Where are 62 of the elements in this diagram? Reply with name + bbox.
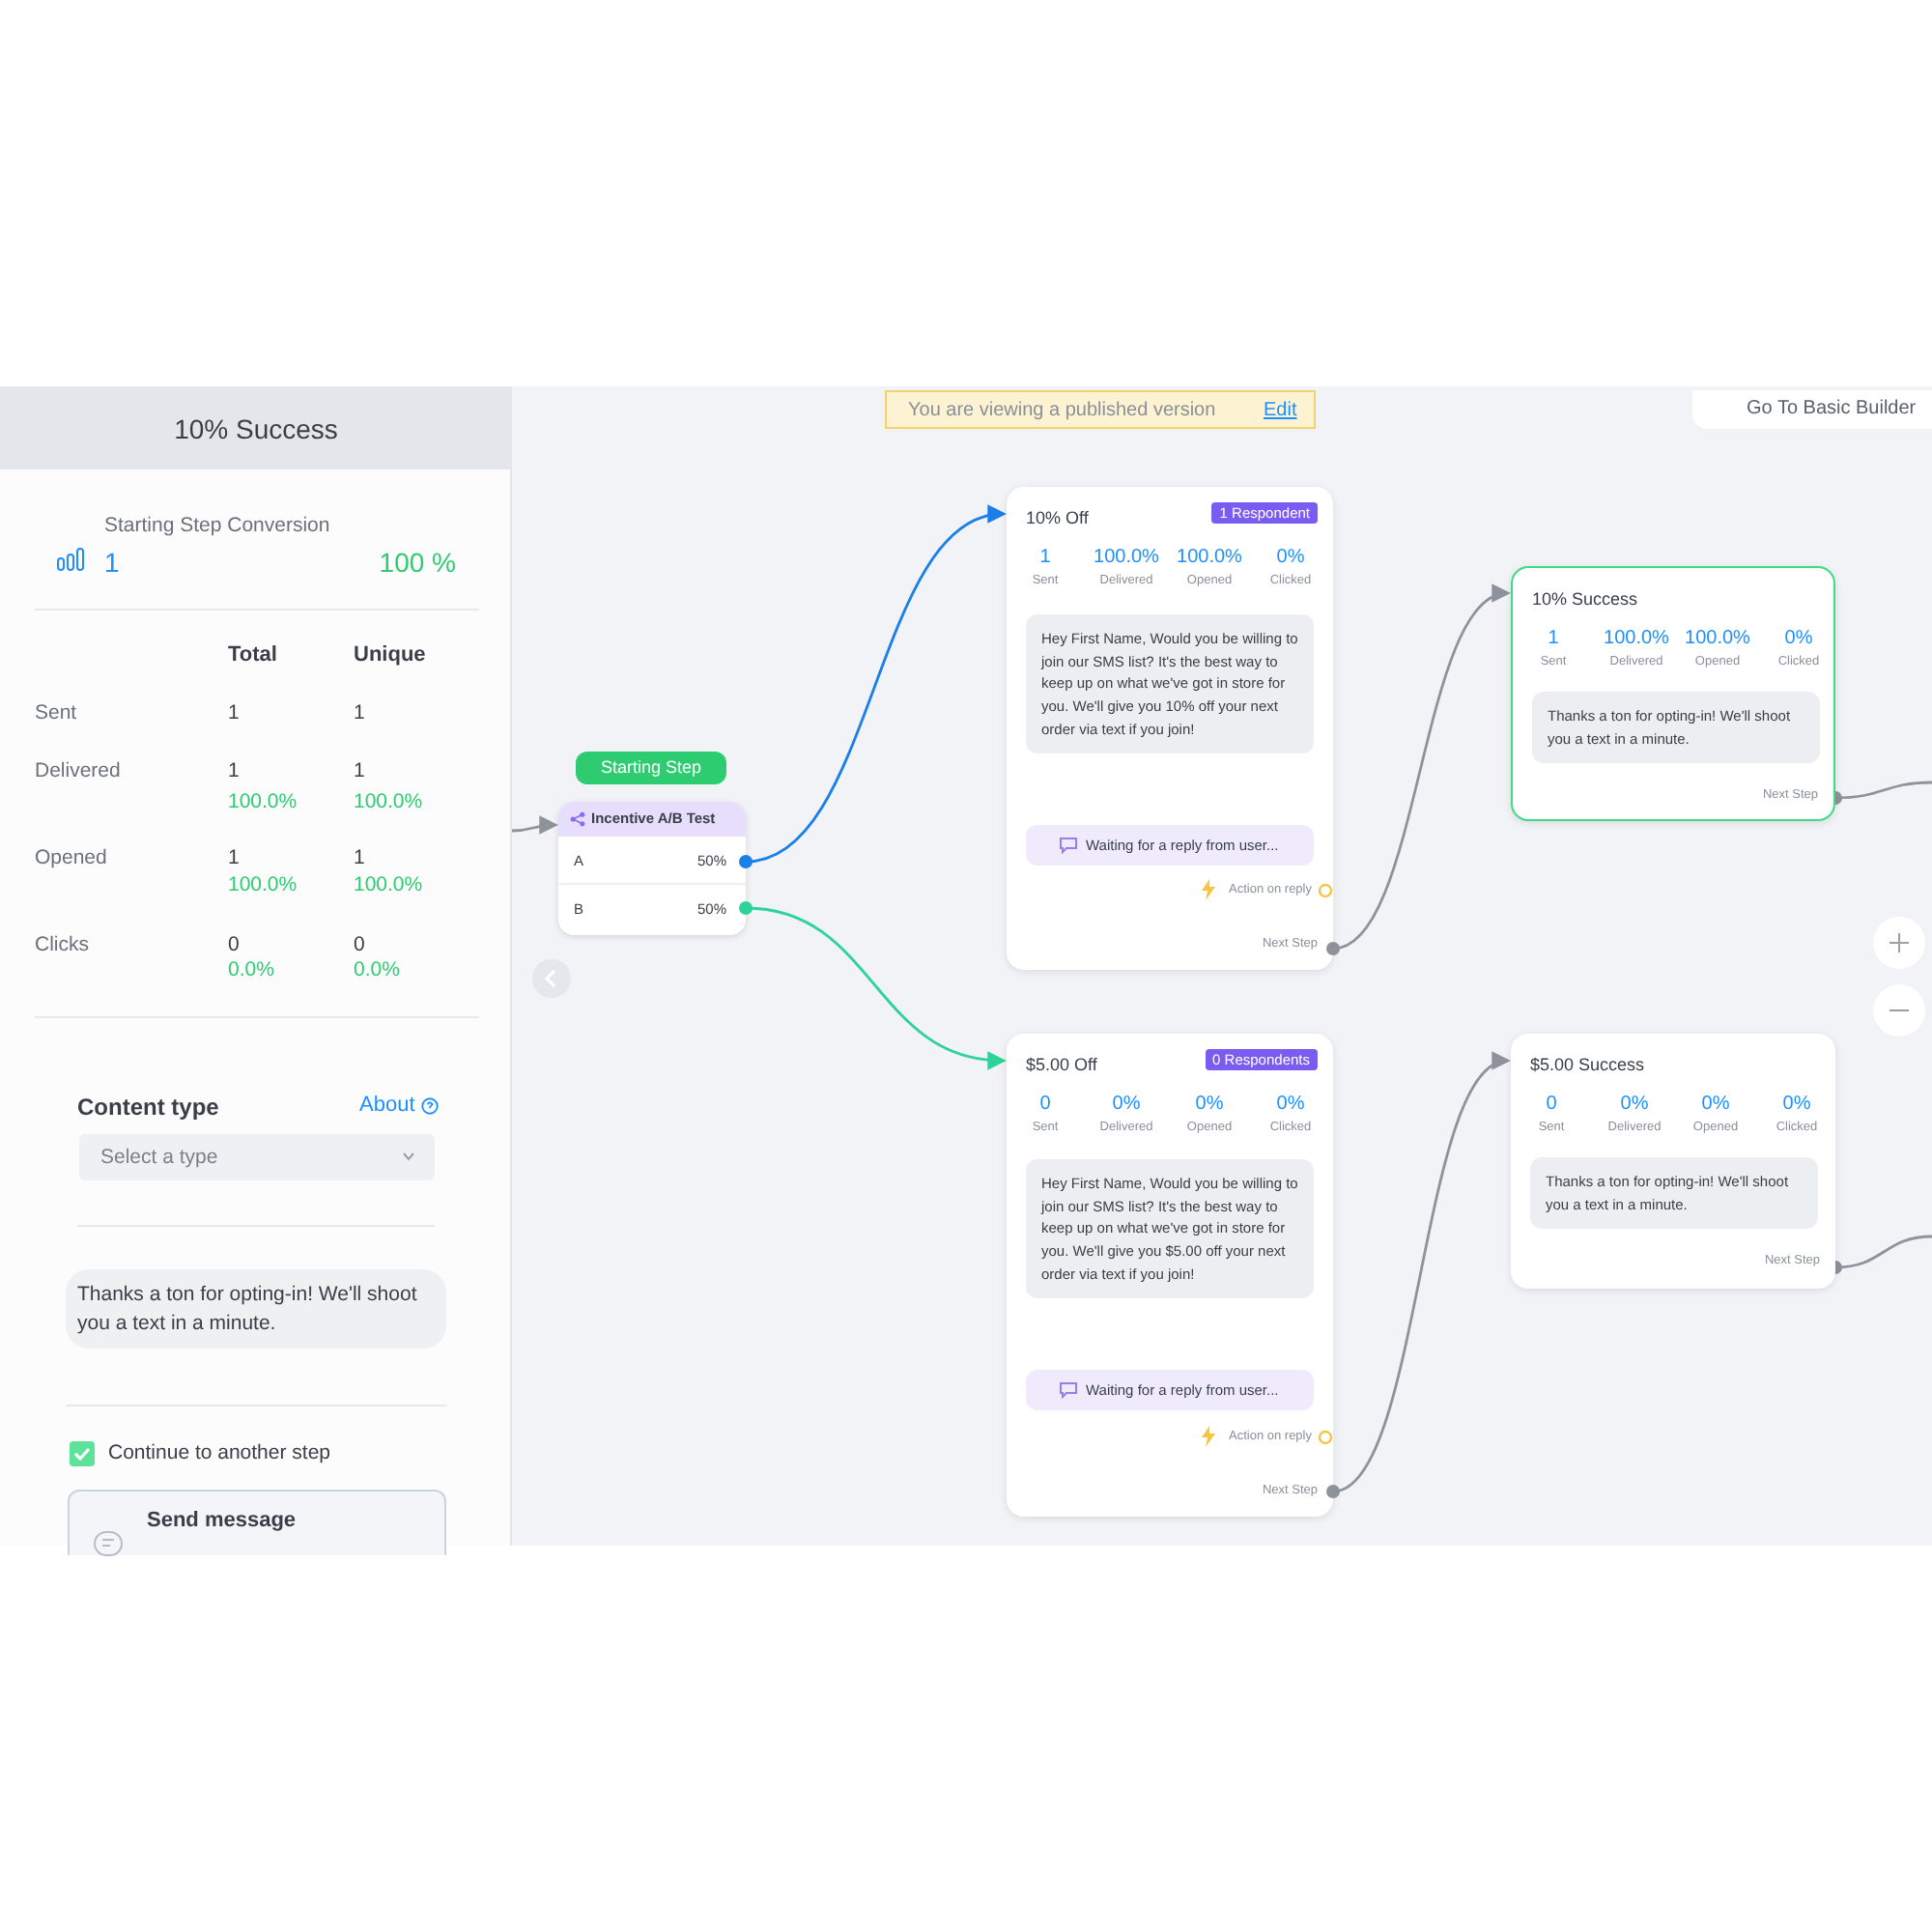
- table-percent: 100.0%: [228, 873, 298, 896]
- stat-value: 0%: [1193, 1094, 1226, 1115]
- row-label: Clicks: [35, 933, 89, 956]
- action-option-card: [68, 1490, 446, 1555]
- stat-value: 1: [1546, 628, 1561, 649]
- stat-value: 0%: [1110, 1094, 1143, 1115]
- stat-value: 0%: [1780, 1094, 1813, 1115]
- checkbox-label: Continue to another step: [108, 1441, 330, 1464]
- table-percent: 0.0%: [354, 958, 400, 981]
- message-step-card: [1511, 566, 1835, 821]
- metric-percent: 100 %: [379, 547, 456, 578]
- stat-value: 0: [1037, 1094, 1053, 1115]
- message-bubble: Thanks a ton for opting-in! We'll shoot you a text in a minute.: [66, 1269, 446, 1349]
- stat-value: 0%: [1618, 1094, 1651, 1115]
- table-value: 1: [228, 846, 240, 869]
- type-select-field: Select a type: [79, 1134, 435, 1180]
- stat-value: 100.0%: [1092, 547, 1161, 568]
- step-title: 10% Off: [1026, 508, 1089, 527]
- basic-builder-button: Go To Basic Builder: [1692, 390, 1932, 429]
- table-value: 1: [354, 701, 365, 724]
- column-header: Unique: [354, 643, 426, 667]
- stat-value: 100.0%: [1683, 628, 1752, 649]
- stat-value: 100.0%: [1175, 547, 1244, 568]
- stat-value: 0%: [1274, 547, 1307, 568]
- stat-value: 0%: [1782, 628, 1815, 649]
- option-title: Send message: [147, 1509, 297, 1532]
- message-step-card: [1511, 1034, 1835, 1289]
- row-label: Sent: [35, 701, 77, 724]
- message-step-card: [1007, 1034, 1333, 1517]
- metric-caption: Starting Step Conversion: [104, 514, 330, 537]
- step-title: $5.00 Off: [1026, 1055, 1097, 1074]
- step-title: $5.00 Success: [1530, 1055, 1645, 1074]
- stat-value: 0%: [1274, 1094, 1307, 1115]
- table-value: 1: [228, 701, 240, 724]
- metric-value: 1: [104, 547, 120, 578]
- edit-link: Edit: [1264, 400, 1297, 421]
- step-title: 10% Success: [1532, 589, 1638, 609]
- field-label: Content type: [77, 1094, 219, 1121]
- waiting-status-pill: [1026, 1370, 1314, 1410]
- table-value: 1: [354, 759, 365, 782]
- stat-value: 0%: [1699, 1094, 1732, 1115]
- table-value: 0: [354, 933, 365, 956]
- stat-value: 1: [1037, 547, 1053, 568]
- notice-text: You are viewing a published version: [908, 400, 1216, 421]
- message-step-card: [1007, 487, 1333, 970]
- column-header: Total: [228, 643, 277, 667]
- about-link: About: [359, 1094, 415, 1117]
- step-tag: Starting Step: [576, 752, 726, 784]
- table-percent: 100.0%: [354, 873, 423, 896]
- table-percent: 0.0%: [228, 958, 274, 981]
- table-value: 1: [228, 759, 240, 782]
- stat-value: 0: [1544, 1094, 1559, 1115]
- table-value: 1: [354, 846, 365, 869]
- table-percent: 100.0%: [228, 790, 298, 813]
- panel-title: 10% Success: [172, 413, 340, 444]
- table-percent: 100.0%: [354, 790, 423, 813]
- row-label: Delivered: [35, 759, 121, 782]
- stat-value: 100.0%: [1602, 628, 1671, 649]
- table-value: 0: [228, 933, 240, 956]
- test-card: [558, 802, 746, 935]
- waiting-status-pill: [1026, 825, 1314, 866]
- row-label: Opened: [35, 846, 107, 869]
